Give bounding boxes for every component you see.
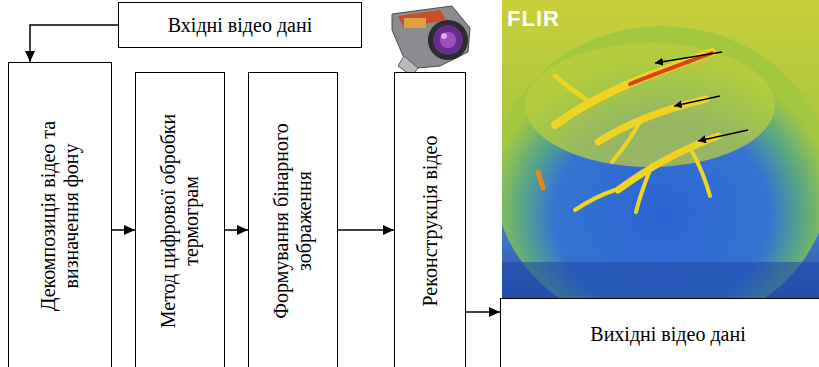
input-box: Вхідні відео дані bbox=[118, 2, 362, 48]
process-box: Декомпозиція відео та визначення фону bbox=[8, 62, 112, 367]
process-box: Формування бінарного зображення bbox=[248, 72, 338, 367]
box-label: Вихідні відео дані bbox=[501, 323, 819, 346]
flow-arrow bbox=[338, 229, 394, 231]
process-box: Метод цифрової обробки термограм bbox=[135, 72, 225, 367]
flow-arrow bbox=[112, 229, 135, 231]
flow-arrow bbox=[225, 229, 248, 231]
box-label: Формування бінарного зображення bbox=[270, 84, 316, 358]
box-label: Декомпозиція відео та визначення фону bbox=[37, 74, 83, 358]
process-box: Реконструкція відео bbox=[394, 72, 466, 367]
flow-arrow bbox=[466, 311, 500, 313]
output-box: Вихідні відео дані bbox=[500, 298, 819, 367]
flow-arrow bbox=[30, 25, 118, 62]
thermogram bbox=[502, 0, 819, 300]
watermark-text: FLIR bbox=[507, 6, 560, 32]
camera-icon bbox=[392, 6, 470, 76]
box-label: Вхідні відео дані bbox=[119, 14, 361, 37]
box-label: Метод цифрової обробки термограм bbox=[157, 84, 203, 358]
box-label: Реконструкція відео bbox=[419, 84, 442, 358]
